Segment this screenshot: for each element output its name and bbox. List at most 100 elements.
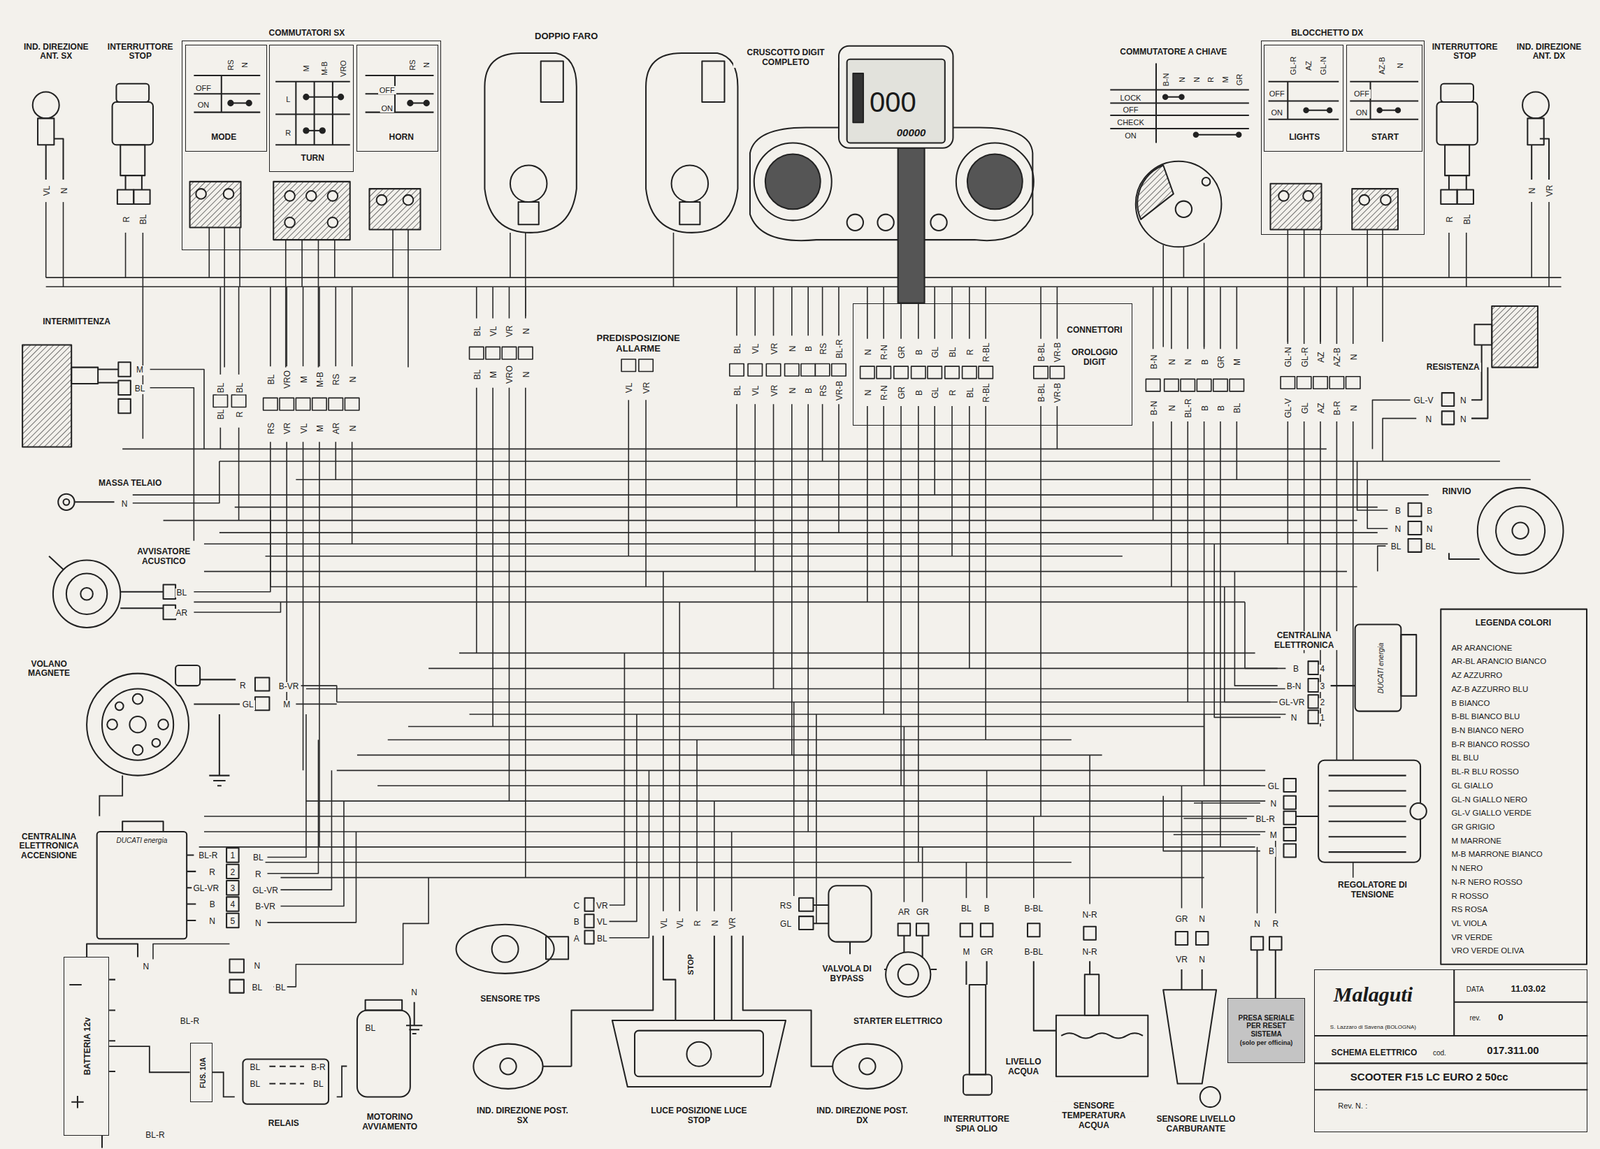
wire — [609, 652, 625, 906]
wire — [1183, 246, 1185, 278]
wire-harness — [46, 202, 1562, 987]
text-anchor: B — [1214, 404, 1227, 413]
text-anchor: VALVOLA DI BYPASS — [810, 964, 885, 985]
component-label: OFF — [194, 83, 213, 93]
wire-code: N — [1197, 914, 1207, 925]
component-label: SENSORE TEMPERATURA ACQUA — [1051, 1101, 1137, 1131]
component-label: SENSORE LIVELLO CARBURANTE — [1148, 1114, 1243, 1135]
text-anchor: BL — [470, 325, 484, 339]
key-switch-symbol — [1202, 177, 1211, 186]
component-label: N — [1192, 75, 1202, 84]
connector-cell — [747, 364, 762, 377]
legend-entry: M MARRONE — [1449, 833, 1503, 847]
text-anchor: VRO — [502, 364, 516, 386]
relay-symbol — [269, 1066, 305, 1085]
connector-cell — [945, 366, 960, 379]
connector-cell — [801, 364, 816, 377]
wire-code: BL — [175, 588, 189, 599]
oil-switch — [980, 923, 994, 937]
wire — [1186, 286, 1189, 349]
wire-code: GL — [931, 385, 941, 400]
wire-code: BL — [251, 853, 265, 864]
text-anchor: VRO — [280, 369, 293, 391]
wire — [220, 286, 222, 375]
wire — [921, 847, 924, 903]
wire-code: GL — [241, 700, 256, 711]
text-anchor: VR — [767, 341, 781, 357]
relay-symbol — [229, 979, 244, 994]
text-anchor: COMMUTATORE A CHIAVE — [1118, 44, 1229, 58]
text-anchor: GL-VR — [1277, 695, 1307, 709]
wire — [459, 652, 1256, 655]
wire-code: N — [1289, 713, 1299, 724]
text-anchor: BL-R — [1254, 812, 1277, 825]
text-anchor: N — [1458, 393, 1468, 407]
text-anchor: LOCK — [1118, 90, 1143, 104]
text-anchor: GL — [241, 697, 256, 711]
wire-code: B — [208, 900, 217, 911]
legend-entry: GL GIALLO — [1449, 778, 1495, 792]
wire-code: N — [1269, 799, 1279, 810]
key-switch-symbol — [1137, 165, 1173, 220]
component-label: CENTRALINA ELETTRONICA ACCENSIONE — [11, 832, 86, 862]
wire-code: GL-N — [1284, 346, 1294, 370]
text-anchor: N — [1189, 75, 1203, 84]
bulb-symbol — [1527, 118, 1544, 145]
wire-code: RS — [332, 372, 342, 388]
text-anchor: VR — [639, 380, 653, 395]
connector-cell — [328, 397, 343, 411]
text-anchor: R-BL — [979, 341, 992, 363]
text-anchor: VR-B — [1050, 381, 1064, 405]
wire — [265, 861, 1072, 864]
text-anchor: R — [963, 347, 976, 357]
connector-cell — [295, 397, 310, 411]
wire — [469, 713, 1287, 716]
text-anchor: 1 — [1319, 710, 1327, 724]
text-anchor: N — [1252, 917, 1262, 930]
temperature-sensor — [1061, 1033, 1143, 1039]
legend-text: N-R NERO ROSSO — [1449, 877, 1524, 888]
component-label: B-N — [1161, 71, 1171, 88]
text-anchor: B-R — [309, 1060, 328, 1073]
text-anchor: B — [801, 344, 815, 353]
wire-code: N — [710, 919, 721, 929]
ignition-unit — [226, 880, 240, 895]
wire — [736, 404, 738, 507]
component: CRUSCOTTO DIGIT COMPLETO00000000 — [740, 40, 1037, 261]
wire-code: R — [122, 215, 133, 225]
wire-code: VL — [675, 917, 686, 931]
component-label: RINVIO — [1440, 487, 1473, 497]
text-anchor: VR — [1542, 183, 1556, 199]
wire — [815, 714, 818, 924]
text-anchor: N — [57, 186, 70, 196]
connector-cell — [1196, 378, 1211, 392]
wire — [984, 406, 987, 740]
wire — [1152, 286, 1155, 349]
wire-connector — [109, 1046, 190, 1073]
text-anchor: GR — [894, 385, 908, 401]
wire — [476, 387, 478, 654]
wire — [673, 232, 675, 287]
wire-code: B-R — [309, 1063, 328, 1073]
wire — [223, 227, 226, 368]
wire — [1089, 754, 1091, 904]
wire-code: VL — [489, 325, 500, 339]
text-anchor: B-BL — [1034, 341, 1048, 363]
wire-code: N — [409, 988, 419, 999]
wire-code: M — [134, 365, 145, 376]
wire — [234, 506, 1378, 509]
text-anchor: N — [519, 327, 532, 337]
wire-code: GR — [897, 385, 908, 401]
flasher-unit — [118, 362, 131, 377]
regulator-unit — [1283, 843, 1296, 857]
wire-code: AR — [174, 608, 190, 619]
component-label: M — [1221, 74, 1231, 84]
tail-light — [663, 935, 732, 1021]
component: IND. DIREZIONE POST. DX — [805, 1096, 919, 1136]
wire — [334, 441, 337, 480]
wire — [1465, 232, 1468, 287]
text-anchor: N — [1197, 952, 1207, 966]
component-box: MalagutiS. Lazzaro di Savena (BOLOGNA)DA… — [1314, 969, 1588, 1134]
switch-table — [1195, 134, 1239, 136]
component: VOLANO MAGNETE — [20, 652, 225, 776]
